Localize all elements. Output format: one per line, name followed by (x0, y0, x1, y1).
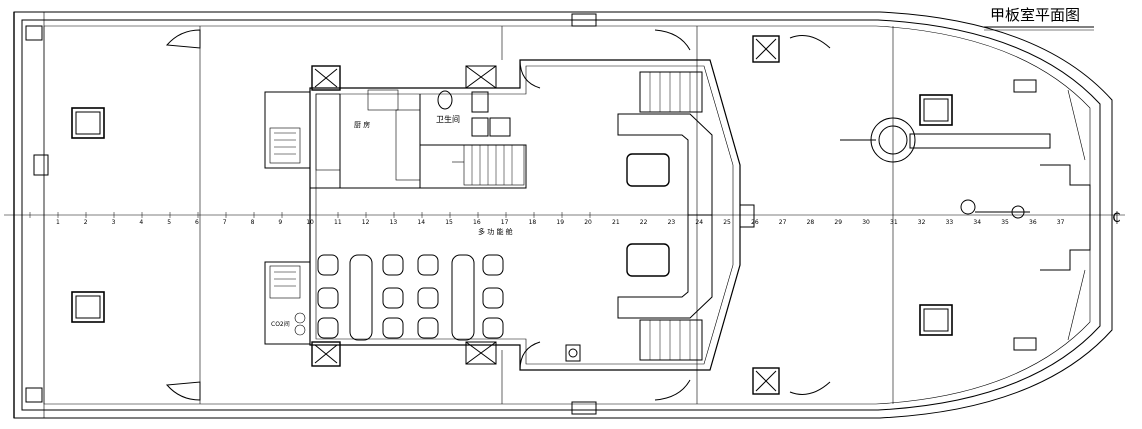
room-label-multipurpose: 多 功 能 舱 (478, 227, 513, 236)
frame-number: 30 (862, 219, 870, 226)
frame-number: 16 (473, 219, 481, 226)
frame-number: 7 (223, 219, 227, 226)
hull-outer (13, 11, 1113, 419)
frame-number: 22 (640, 219, 648, 226)
frame-number: 13 (390, 219, 398, 226)
frame-number: 25 (723, 219, 731, 226)
frame-number: 27 (779, 219, 787, 226)
frame-number: 17 (501, 219, 509, 226)
deckhouse-wall (309, 59, 741, 371)
frame-number: 1 (56, 219, 60, 226)
frame-number: 23 (668, 219, 676, 226)
frame-number: 14 (417, 219, 425, 226)
frame-number: 36 (1029, 219, 1037, 226)
frame-number: 19 (556, 219, 564, 226)
frame-number: 4 (139, 219, 143, 226)
passenger-seats (317, 254, 504, 341)
frame-number: 11 (334, 219, 342, 226)
room-label-galley: 厨 房 (354, 120, 370, 129)
room-label-co2: CO2间 (271, 320, 290, 328)
frame-number: 24 (695, 219, 703, 226)
frame-number: 29 (834, 219, 842, 226)
frame-number: 32 (918, 219, 926, 226)
frame-number: 28 (807, 219, 815, 226)
frame-number: 33 (946, 219, 954, 226)
frame-number: 21 (612, 219, 620, 226)
centerline-symbol: ₵ (1112, 210, 1121, 226)
frame-number: 18 (529, 219, 537, 226)
frame-number: 26 (751, 219, 759, 226)
frame-number: 20 (584, 219, 592, 226)
frame-number: 31 (890, 219, 898, 226)
frame-number: 37 (1057, 219, 1065, 226)
frame-number: 34 (973, 219, 981, 226)
frame-number: 5 (167, 219, 171, 226)
frame-number: 9 (278, 219, 282, 226)
drawing-title: 甲板室平面图 (990, 6, 1080, 24)
frame-number: 8 (251, 219, 255, 226)
frame-number: 10 (306, 219, 314, 226)
frame-number: 2 (84, 219, 88, 226)
frame-number: 12 (362, 219, 370, 226)
frame-number: 6 (195, 219, 199, 226)
room-label-toilet: 卫生间 (436, 114, 460, 124)
hull-inner (21, 19, 1101, 411)
frame-number: 35 (1001, 219, 1009, 226)
frame-number: 15 (445, 219, 453, 226)
frame-number: 3 (112, 219, 116, 226)
